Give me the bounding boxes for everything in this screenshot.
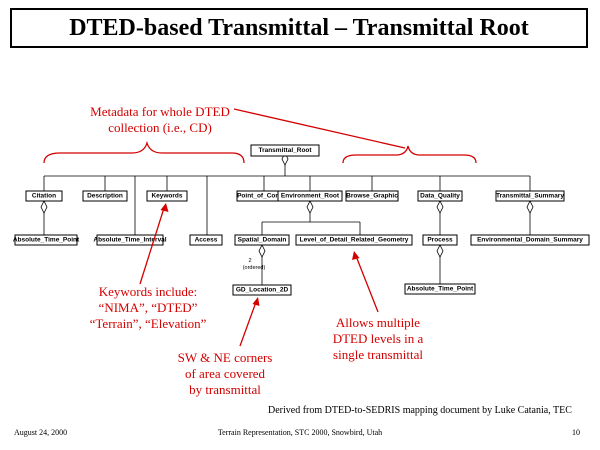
svg-text:Process: Process [427, 237, 453, 244]
svg-text:single transmittal: single transmittal [333, 347, 423, 362]
svg-text:Environmental_Domain_Summary: Environmental_Domain_Summary [477, 237, 583, 244]
node-absolute-time-interval: Absolute_Time_Interval [93, 234, 167, 246]
svg-text:Transmittal_Root: Transmittal_Root [258, 147, 312, 154]
aggregation-diamond [526, 200, 534, 214]
node-absolute-time-point: Absolute_Time_Point [13, 234, 80, 246]
multiplicity-ordered: (ordered) [243, 265, 266, 271]
arrowhead [352, 251, 360, 260]
svg-text:Level_of_Detail_Related_Geomet: Level_of_Detail_Related_Geometry [300, 237, 409, 244]
slide-title: DTED-based Transmittal – Transmittal Roo… [10, 8, 588, 48]
aggregation-diamond [258, 244, 266, 258]
svg-text:Allows multiple: Allows multiple [336, 315, 420, 330]
node-level-of-detail-related-geometry: Level_of_Detail_Related_Geometry [295, 234, 413, 246]
svg-text:Keywords include:: Keywords include: [99, 284, 198, 299]
node-access: Access [189, 234, 223, 246]
node-transmittal-summary: Transmittal_Summary [495, 190, 565, 202]
node-transmittal-root: Transmittal_Root [250, 144, 320, 157]
svg-text:Absolute_Time_Point: Absolute_Time_Point [407, 286, 474, 293]
svg-text:collection (i.e., CD): collection (i.e., CD) [108, 120, 212, 135]
node-keywords: Keywords [146, 190, 188, 202]
footer-date: August 24, 2000 [14, 428, 68, 437]
svg-text:GD_Location_2D: GD_Location_2D [236, 287, 289, 294]
svg-text:“NIMA”, “DTED”: “NIMA”, “DTED” [99, 300, 198, 315]
svg-text:Spatial_Domain: Spatial_Domain [238, 237, 287, 244]
svg-text:Absolute_Time_Interval: Absolute_Time_Interval [93, 237, 166, 244]
svg-text:Access: Access [195, 237, 218, 244]
node-environment-root: Environment_Root [277, 190, 343, 202]
arrowhead [160, 203, 169, 212]
svg-text:Data_Quality: Data_Quality [420, 193, 460, 200]
node-data-quality: Data_Quality [417, 190, 463, 202]
diagram-edges: 2 (ordered) [40, 152, 534, 285]
svg-text:Description: Description [87, 193, 123, 200]
source-note: Derived from DTED-to-SEDRIS mapping docu… [268, 405, 572, 416]
node-description: Description [82, 190, 128, 202]
svg-text:Point_of_Contact: Point_of_Contact [237, 193, 292, 200]
node-process: Process [422, 234, 458, 246]
footer-page-number: 10 [572, 428, 580, 437]
svg-text:Citation: Citation [32, 193, 56, 200]
svg-text:of area covered: of area covered [185, 366, 266, 381]
aggregation-diamond [40, 200, 48, 214]
arrowhead [252, 297, 260, 306]
annotation-corners: SW & NE corners of area covered by trans… [178, 297, 273, 397]
svg-text:Metadata for whole DTED: Metadata for whole DTED [90, 104, 230, 119]
svg-text:Keywords: Keywords [151, 193, 182, 200]
annotation-levels: Allows multiple DTED levels in a single … [333, 251, 424, 362]
node-gd-location-2d: GD_Location_2D [232, 284, 292, 296]
right-brace [342, 145, 477, 164]
node-spatial-domain: Spatial_Domain [234, 234, 290, 246]
left-brace [43, 140, 245, 164]
svg-text:Transmittal_Summary: Transmittal_Summary [496, 193, 564, 200]
svg-text:Absolute_Time_Point: Absolute_Time_Point [13, 237, 80, 244]
aggregation-diamond [436, 200, 444, 214]
footer-center: Terrain Representation, STC 2000, Snowbi… [217, 428, 383, 437]
svg-text:SW & NE corners: SW & NE corners [178, 350, 273, 365]
annotation-metadata: Metadata for whole DTED collection (i.e.… [43, 104, 477, 164]
node-absolute-time-point-2: Absolute_Time_Point [404, 283, 476, 295]
node-browse-graphic: Browse_Graphic [345, 190, 399, 202]
node-citation: Citation [25, 190, 63, 202]
svg-text:Browse_Graphic: Browse_Graphic [346, 193, 398, 200]
svg-text:DTED levels in a: DTED levels in a [333, 331, 424, 346]
svg-text:Environment_Root: Environment_Root [281, 193, 340, 200]
aggregation-diamond [436, 244, 444, 258]
svg-text:“Terrain”, “Elevation”: “Terrain”, “Elevation” [90, 316, 207, 331]
multiplicity-count: 2 [248, 258, 251, 264]
node-environmental-domain-summary: Environmental_Domain_Summary [470, 234, 590, 246]
aggregation-diamond [306, 200, 314, 214]
annotation-keywords: Keywords include: “NIMA”, “DTED” “Terrai… [90, 203, 207, 331]
svg-text:by transmittal: by transmittal [189, 382, 261, 397]
